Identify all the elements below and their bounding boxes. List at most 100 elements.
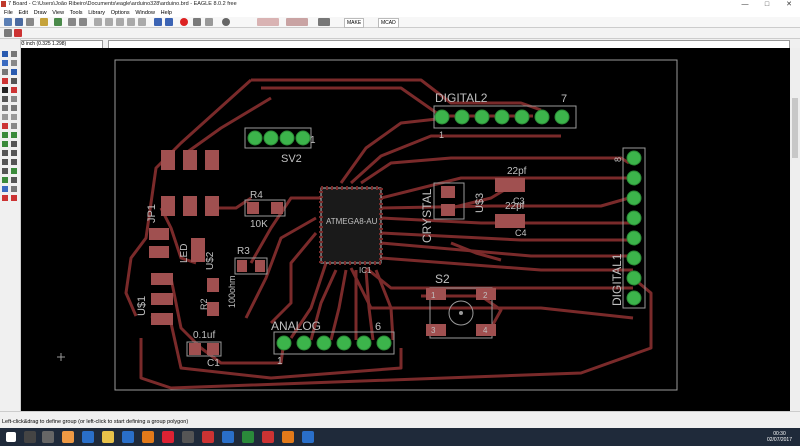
name-icon[interactable] — [2, 96, 8, 102]
text-icon[interactable] — [2, 150, 8, 156]
sv2-header[interactable]: SV2 1 — [244, 127, 316, 165]
optimize-icon[interactable] — [11, 114, 17, 120]
save-icon[interactable] — [15, 18, 23, 26]
mcad-button[interactable]: MCAD — [378, 18, 399, 28]
add-icon[interactable] — [2, 87, 8, 93]
via-icon[interactable] — [11, 168, 17, 174]
zoom-in-icon[interactable] — [105, 18, 113, 26]
rotate-icon[interactable] — [11, 69, 17, 75]
scrollbar-thumb[interactable] — [792, 98, 798, 158]
drc-icon[interactable] — [205, 18, 213, 26]
minimize-button[interactable]: — — [741, 1, 749, 8]
eagle-taskbar-icon[interactable] — [142, 431, 154, 443]
led-component[interactable]: LED U$2 — [149, 228, 216, 270]
taskbar-clock[interactable]: 00:30 02/07/2017 — [767, 431, 792, 443]
store-icon[interactable] — [122, 431, 134, 443]
maximize-button[interactable]: □ — [764, 1, 770, 8]
menu-edit[interactable]: Edit — [18, 10, 29, 16]
board-icon[interactable] — [318, 18, 330, 26]
search-icon[interactable] — [24, 431, 36, 443]
app-icon[interactable] — [182, 431, 194, 443]
analog-header[interactable]: ANALOG 1 6 — [271, 319, 395, 367]
move-icon[interactable] — [2, 60, 8, 66]
digital1-header[interactable]: DIGITAL1 8 — [610, 147, 646, 309]
edge-icon[interactable] — [82, 431, 94, 443]
zoom-out-icon[interactable] — [116, 18, 124, 26]
layer-icon[interactable] — [14, 29, 22, 37]
polygon-icon[interactable] — [2, 168, 8, 174]
jp1-component[interactable]: JP1 — [146, 150, 219, 223]
chrome-icon[interactable] — [62, 431, 74, 443]
value-icon[interactable] — [11, 96, 17, 102]
crystal-component[interactable]: CRYSTAL U$3 — [420, 182, 486, 243]
open-icon[interactable] — [4, 18, 12, 26]
vertical-scrollbar[interactable] — [790, 48, 800, 411]
print-icon[interactable] — [26, 18, 34, 26]
hole-icon[interactable] — [11, 177, 17, 183]
redo-icon[interactable] — [165, 18, 173, 26]
rect-icon[interactable] — [11, 159, 17, 165]
smash-icon[interactable] — [2, 105, 8, 111]
zoom-fit-icon[interactable] — [94, 18, 102, 26]
info-icon[interactable] — [2, 51, 8, 57]
arc-icon[interactable] — [2, 159, 8, 165]
menu-library[interactable]: Library — [88, 10, 106, 16]
r3-component[interactable]: R3 100ohm — [227, 246, 268, 308]
cam-icon[interactable] — [40, 18, 48, 26]
menu-options[interactable]: Options — [110, 10, 130, 16]
menu-window[interactable]: Window — [135, 10, 155, 16]
split-icon[interactable] — [2, 114, 8, 120]
task-view-icon[interactable] — [42, 431, 54, 443]
group-icon[interactable] — [11, 60, 17, 66]
route-icon[interactable] — [2, 132, 8, 138]
redraw-icon[interactable] — [138, 18, 146, 26]
app-icon[interactable] — [202, 431, 214, 443]
app-icon[interactable] — [222, 431, 234, 443]
c3-component[interactable]: 22pf C3 — [495, 166, 527, 206]
wire-icon[interactable] — [11, 141, 17, 147]
app-icon[interactable] — [162, 431, 174, 443]
r2-component[interactable]: R2 — [199, 278, 219, 316]
app-icon[interactable] — [302, 431, 314, 443]
autoroute-icon[interactable] — [2, 141, 8, 147]
mirror-icon[interactable] — [11, 87, 17, 93]
board-canvas[interactable]: ATMEGA8-AU IC1 DIGITAL2 1 7 — [21, 48, 790, 411]
change-icon[interactable] — [2, 123, 8, 129]
zoom-select-icon[interactable] — [127, 18, 135, 26]
attribute-icon[interactable] — [2, 186, 8, 192]
menu-view[interactable]: View — [52, 10, 65, 16]
circle-icon[interactable] — [11, 150, 17, 156]
stop-icon[interactable] — [180, 18, 188, 26]
delete-icon[interactable] — [2, 78, 8, 84]
r4-component[interactable]: R4 10K — [244, 190, 286, 230]
make-button[interactable]: MAKE — [344, 18, 365, 28]
copy-icon[interactable] — [2, 69, 8, 75]
c4-component[interactable]: 22pf C4 — [495, 201, 527, 238]
folder-icon[interactable] — [102, 431, 114, 443]
app-icon[interactable] — [262, 431, 274, 443]
lock-icon[interactable] — [11, 105, 17, 111]
app-icon[interactable] — [282, 431, 294, 443]
fusion-sync-icon[interactable] — [286, 18, 308, 26]
c1-component[interactable]: 0.1uf C1 — [186, 330, 222, 369]
help-icon[interactable] — [222, 18, 230, 26]
app-icon[interactable] — [242, 431, 254, 443]
errors-icon[interactable] — [11, 195, 17, 201]
menu-help[interactable]: Help — [160, 10, 172, 16]
schematic-icon[interactable] — [54, 18, 62, 26]
digital2-header[interactable]: DIGITAL2 1 7 — [433, 91, 577, 140]
s2-switch[interactable]: S2 1 2 3 4 — [426, 272, 496, 339]
atmega-chip[interactable]: ATMEGA8-AU IC1 — [319, 186, 383, 275]
design-link-icon[interactable] — [257, 18, 279, 26]
ulp-icon[interactable] — [79, 18, 87, 26]
grid-icon[interactable] — [4, 29, 12, 37]
ratsnest-icon[interactable] — [11, 123, 17, 129]
undo-icon[interactable] — [154, 18, 162, 26]
ripup-icon[interactable] — [11, 132, 17, 138]
show-icon[interactable] — [11, 51, 17, 57]
go-icon[interactable] — [193, 18, 201, 26]
start-icon[interactable] — [6, 432, 16, 442]
u1-component[interactable]: U$1 — [136, 273, 173, 325]
signal-icon[interactable] — [2, 177, 8, 183]
menu-file[interactable]: File — [4, 10, 13, 16]
